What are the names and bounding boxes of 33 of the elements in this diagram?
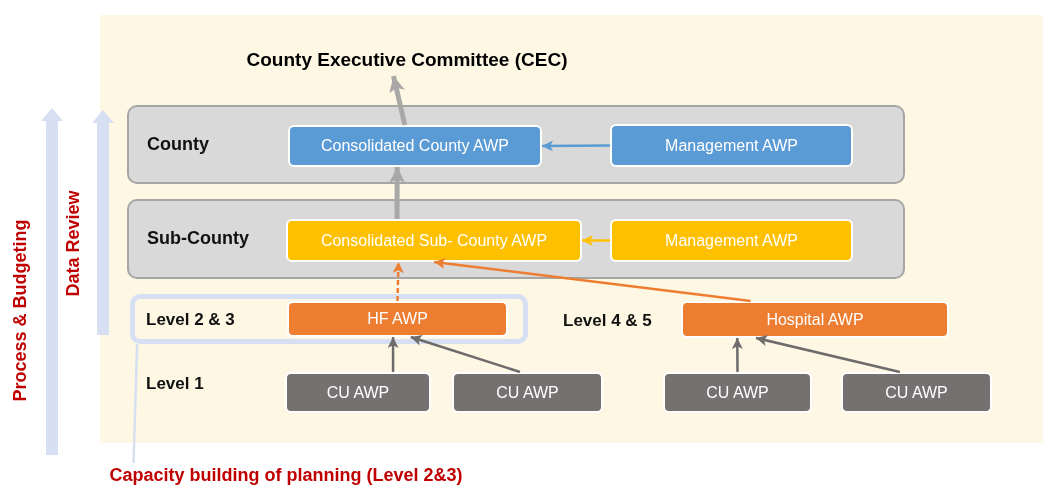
leader-line [132, 343, 139, 464]
axis-label: Process & Budgeting [9, 219, 31, 401]
plan-box: Consolidated Sub- County AWP [286, 219, 582, 262]
plan-box: Hospital AWP [681, 301, 949, 338]
level-label: Level 1 [146, 374, 204, 394]
arrow [387, 337, 399, 372]
note-label: Capacity building of planning (Level 2&3) [70, 463, 502, 487]
plan-box: Consolidated County AWP [288, 125, 542, 167]
plan-box: HF AWP [287, 301, 508, 337]
plan-box: CU AWP [841, 372, 992, 413]
level-label: Level 4 & 5 [563, 311, 652, 331]
axis-label: Data Review [62, 189, 84, 297]
level-band [127, 105, 905, 184]
arrow [389, 167, 406, 219]
arrow [582, 235, 610, 246]
plan-box: Management AWP [610, 124, 853, 167]
plan-box: CU AWP [452, 372, 603, 413]
arrow [542, 140, 610, 152]
arrow [433, 257, 751, 303]
level-band [127, 199, 905, 279]
arrow [755, 335, 901, 374]
plan-box: CU AWP [285, 372, 431, 413]
level-label: Level 2 & 3 [146, 310, 235, 330]
level-label: County [147, 133, 209, 155]
arrow [389, 75, 408, 126]
arrow [392, 261, 404, 302]
plan-box: Management AWP [610, 219, 853, 262]
level-outline [130, 294, 528, 344]
committee-label: County Executive Committee (CEC) [238, 44, 576, 76]
level-label: Sub-County [147, 228, 249, 249]
plan-box: CU AWP [663, 372, 812, 413]
arrow [410, 335, 521, 374]
arrow [731, 338, 743, 372]
